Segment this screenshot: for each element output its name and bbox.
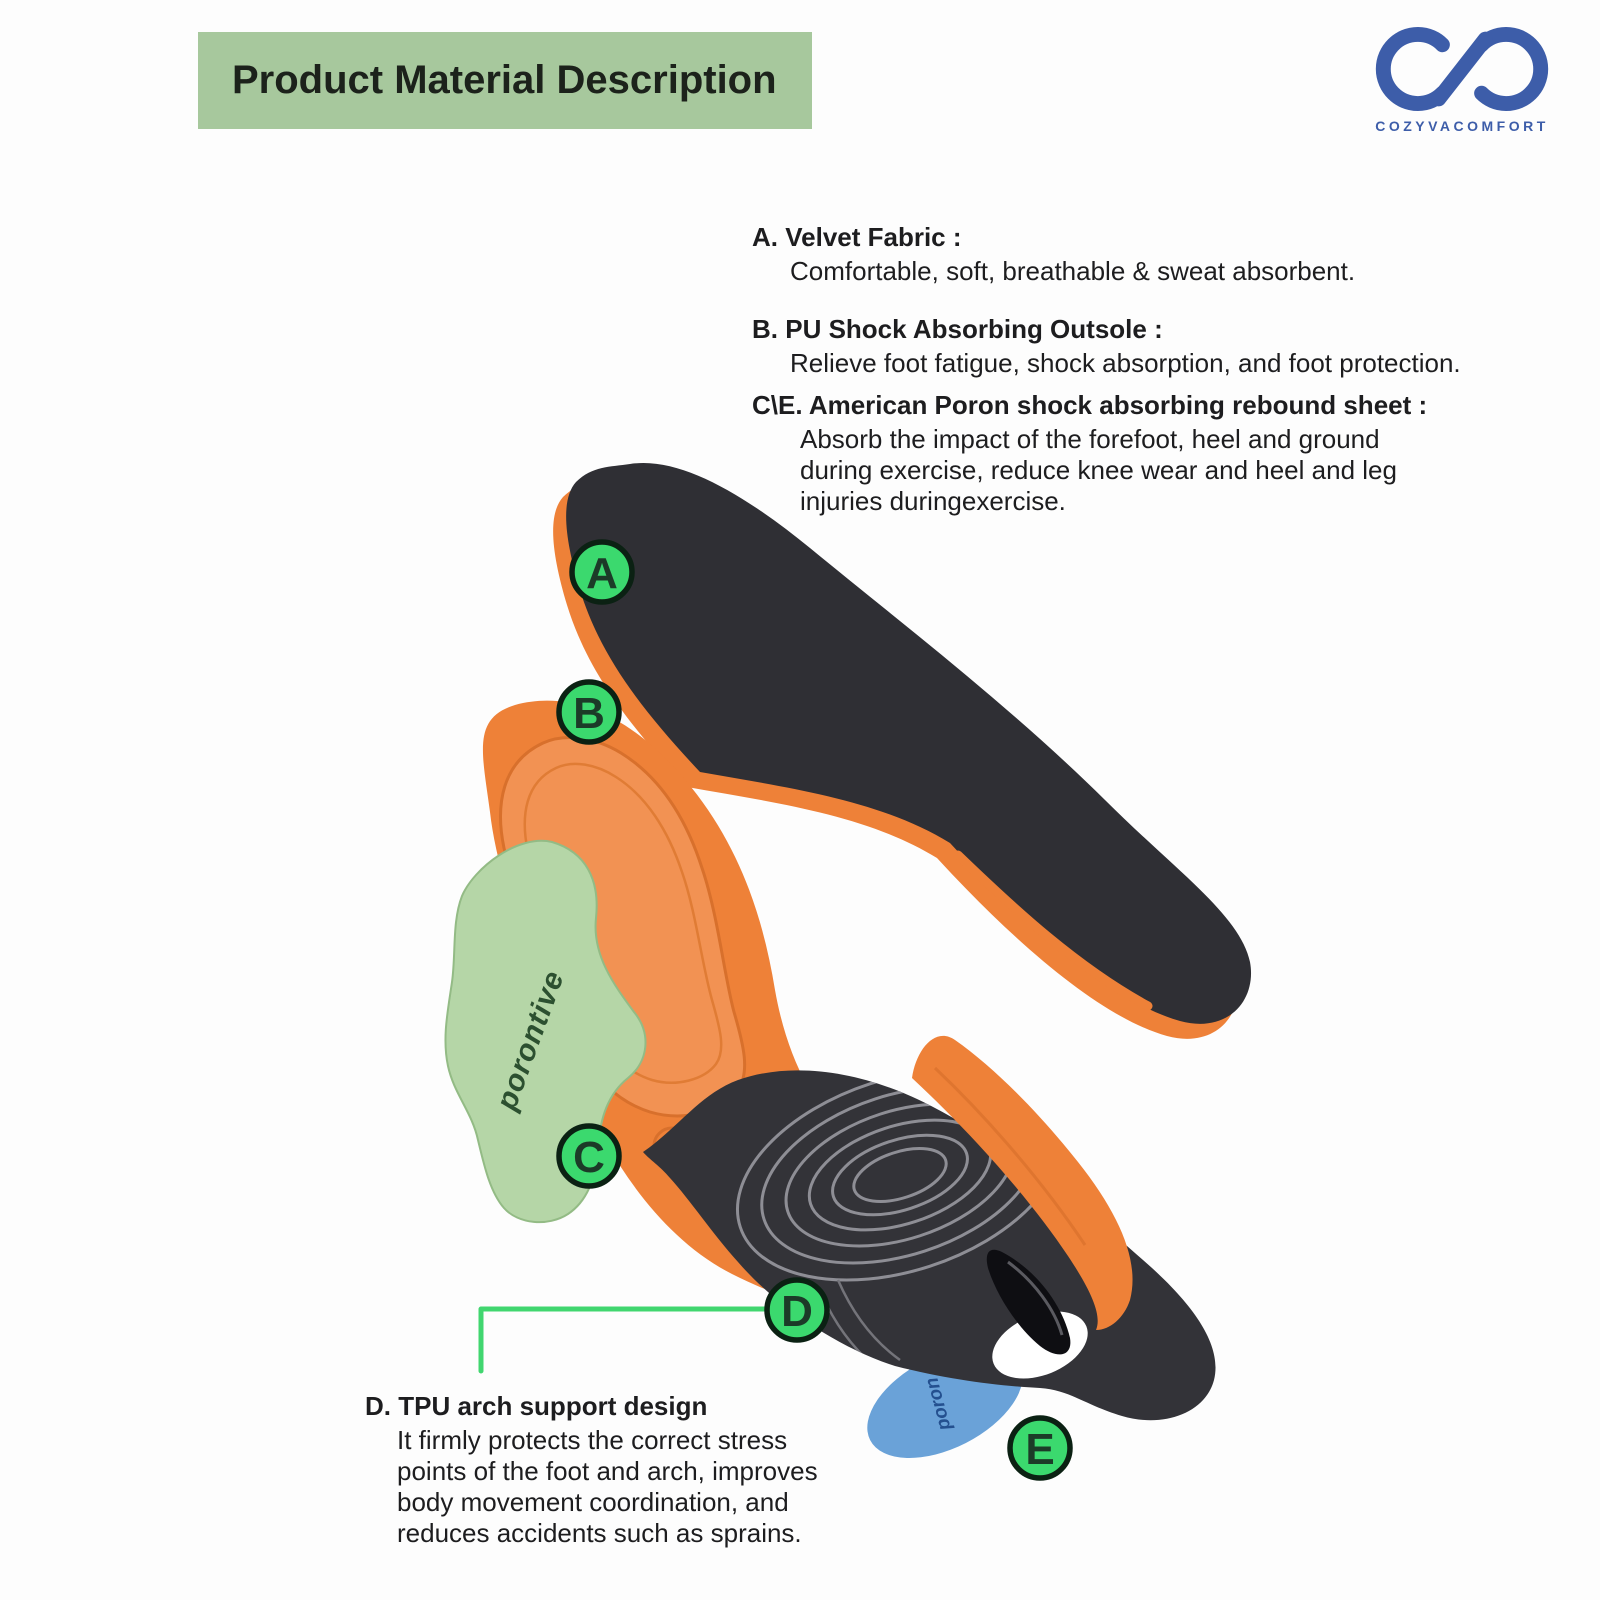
- tpu-body: [643, 1070, 1216, 1421]
- section-velvet-fabric: A. Velvet Fabric : Comfortable, soft, br…: [752, 222, 1532, 287]
- section-tpu-arch: D. TPU arch support design It firmly pro…: [365, 1391, 925, 1549]
- brand-logo-icon: [1375, 27, 1549, 111]
- connector-line-d: [478, 1306, 768, 1374]
- pu-arch-band-crease: [933, 1066, 1087, 1246]
- pu-arch-band-shape: [912, 1035, 1133, 1330]
- section-ce-line1: Absorb the impact of the forefoot, heel …: [800, 424, 1380, 454]
- marker-e-circle: [1007, 1415, 1073, 1481]
- section-b-line: Relieve foot fatigue, shock absorption, …: [790, 348, 1461, 378]
- pu-insole-arch-band: [912, 1035, 1133, 1330]
- section-a-heading: A. Velvet Fabric :: [752, 222, 962, 252]
- velvet-insole-top-layer: [553, 462, 1252, 1039]
- section-d-line3: body movement coordination, and: [397, 1487, 789, 1517]
- marker-a: A: [569, 539, 635, 605]
- velvet-insole-top-surface: [566, 462, 1252, 1024]
- logo-diagonal: [1431, 31, 1493, 107]
- section-d-line2: points of the foot and arch, improves: [397, 1456, 818, 1486]
- marker-a-label: A: [586, 549, 618, 598]
- marker-b-label: B: [573, 689, 605, 738]
- marker-d-circle: [764, 1277, 830, 1343]
- page-title-box: Product Material Description: [198, 32, 812, 129]
- tpu-gloss-insert: [986, 1249, 1071, 1355]
- logo-right-c: [1474, 27, 1549, 111]
- marker-b: B: [556, 679, 622, 745]
- section-a-line: Comfortable, soft, breathable & sweat ab…: [790, 256, 1356, 286]
- section-poron-sheet: C\E. American Poron shock absorbing rebo…: [752, 390, 1552, 517]
- logo-left-c: [1375, 27, 1450, 111]
- section-ce-line3: injuries duringexercise.: [800, 486, 1066, 516]
- section-d-heading: D. TPU arch support design: [365, 1391, 708, 1421]
- section-pu-outsole: B. PU Shock Absorbing Outsole : Relieve …: [752, 314, 1552, 379]
- brand-logo: COZYVACOMFORT: [1362, 22, 1562, 134]
- marker-a-circle: [569, 539, 635, 605]
- section-ce-heading: C\E. American Poron shock absorbing rebo…: [752, 390, 1428, 420]
- marker-d-label: D: [781, 1287, 813, 1336]
- section-ce-line2: during exercise, reduce knee wear and he…: [800, 455, 1397, 485]
- marker-d: D: [764, 1277, 830, 1343]
- section-b-heading: B. PU Shock Absorbing Outsole :: [752, 314, 1163, 344]
- tpu-arch-support: [643, 1070, 1216, 1421]
- marker-c: C: [556, 1123, 622, 1189]
- velvet-insole-heel-stripe: [953, 850, 1153, 1011]
- section-d-line1: It firmly protects the correct stress: [397, 1425, 788, 1455]
- page-title: Product Material Description: [232, 58, 777, 102]
- brand-name: COZYVACOMFORT: [1375, 118, 1549, 134]
- section-d-line4: reduces accidents such as sprains.: [397, 1518, 802, 1548]
- marker-b-circle: [556, 679, 622, 745]
- marker-e-label: E: [1025, 1425, 1054, 1474]
- marker-c-circle: [556, 1123, 622, 1189]
- marker-c-label: C: [573, 1133, 605, 1182]
- marker-e: E: [1007, 1415, 1073, 1481]
- tpu-gloss-highlight: [1007, 1260, 1064, 1336]
